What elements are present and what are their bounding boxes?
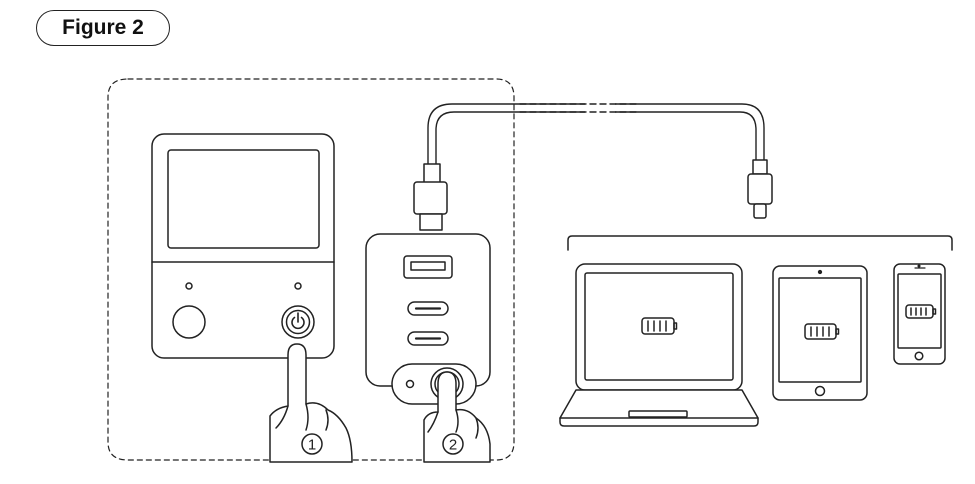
controller-screen	[167, 149, 320, 249]
battery-icon	[641, 317, 678, 335]
dashed-group-box	[107, 78, 515, 461]
battery-icon	[905, 304, 937, 319]
step-1-circle	[301, 433, 323, 455]
tablet-home-button	[814, 385, 826, 397]
phone-home-button	[914, 351, 924, 361]
tablet-screen	[778, 277, 862, 383]
power-icon	[291, 312, 305, 330]
phone-screen	[897, 273, 942, 349]
battery-icon	[804, 323, 840, 340]
power-button[interactable]	[281, 305, 315, 339]
tablet	[772, 265, 868, 401]
laptop-trackpad	[628, 410, 688, 418]
step-1-number: 1	[308, 437, 316, 454]
power-adapter	[365, 233, 491, 405]
devices-bracket	[567, 235, 953, 251]
step-2-number: 2	[449, 437, 457, 454]
controller-device	[151, 133, 335, 359]
phone	[893, 263, 946, 365]
usb-c-port-1	[407, 301, 449, 316]
indicator-led-left	[185, 282, 193, 290]
usb-c-port-2	[407, 331, 449, 346]
figure-label: Figure 2	[36, 10, 170, 46]
left-round-button[interactable]	[172, 305, 206, 339]
pointing-hand-icon	[269, 343, 353, 463]
laptop	[559, 263, 759, 427]
pointing-hand-icon	[423, 371, 491, 463]
usb-a-port	[403, 255, 453, 279]
indicator-led-right	[294, 282, 302, 290]
tablet-camera	[817, 269, 823, 275]
laptop-screen	[584, 272, 734, 381]
adapter-indicator-led	[405, 379, 415, 389]
usb-cable	[413, 85, 773, 231]
step-2-circle	[442, 433, 464, 455]
